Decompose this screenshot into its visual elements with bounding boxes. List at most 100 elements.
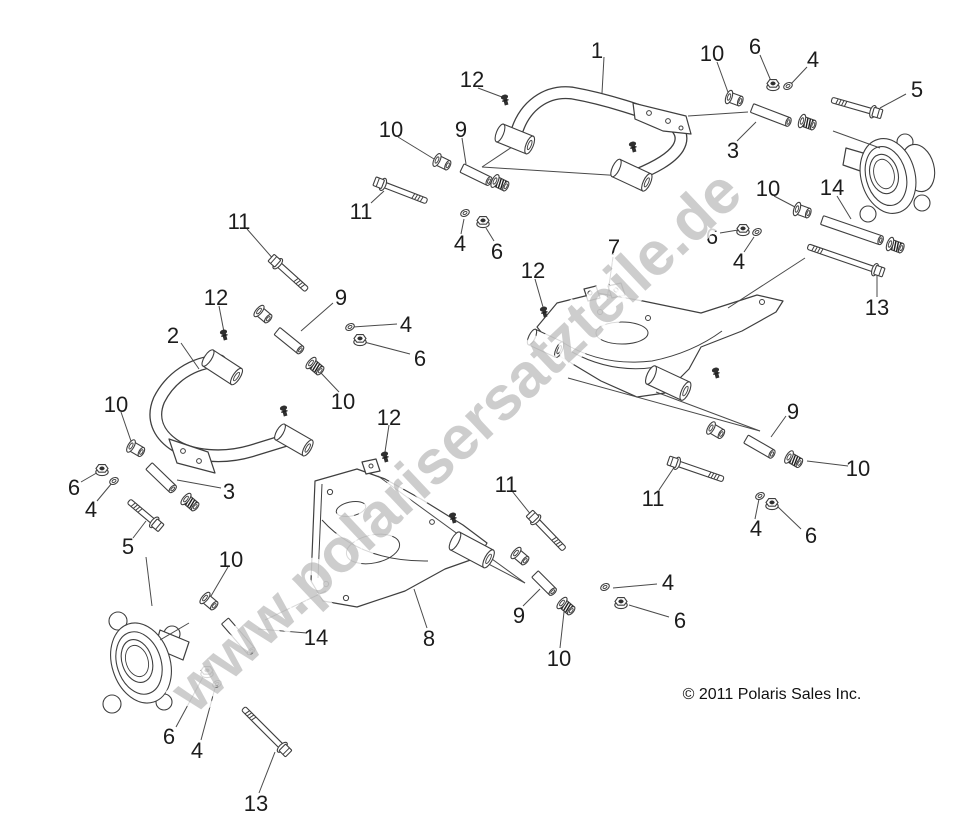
leader-line: [477, 87, 503, 98]
frame-opening: [335, 500, 367, 518]
callout-8: 8: [423, 626, 435, 651]
callout-4: 4: [400, 312, 412, 337]
leader-line: [606, 256, 614, 301]
spacer-tube: [145, 462, 177, 494]
pivot-tube: [201, 349, 244, 386]
leader-line: [832, 130, 881, 149]
bolt: [267, 254, 309, 292]
tab-hole: [587, 290, 593, 296]
leader-line: [773, 195, 796, 208]
leader-line: [770, 415, 787, 438]
leader-line: [145, 556, 153, 607]
callout-12: 12: [377, 405, 401, 430]
pivot-tube: [494, 123, 536, 155]
callout-9: 9: [513, 603, 525, 628]
callout-3: 3: [223, 479, 235, 504]
leader-line: [377, 475, 526, 584]
callout-14: 14: [820, 175, 844, 200]
mount-hole: [196, 458, 202, 464]
bushing: [432, 153, 452, 171]
bushing: [556, 596, 576, 616]
leader-line: [264, 590, 327, 621]
callout-6: 6: [674, 608, 686, 633]
upper-control-arm-right: [509, 86, 692, 183]
callout-4: 4: [662, 570, 674, 595]
leader-line: [522, 588, 541, 607]
callout-9: 9: [335, 285, 347, 310]
callout-4: 4: [733, 249, 745, 274]
grease-fitting-screw: [628, 141, 637, 153]
washer: [783, 81, 793, 91]
bolt: [666, 455, 725, 482]
leader-line: [743, 236, 755, 253]
bushing: [253, 304, 273, 324]
callout-11: 11: [642, 486, 665, 511]
leader-line: [352, 323, 398, 328]
callout-6: 6: [491, 239, 503, 264]
lower-control-arm-frame-right: [536, 282, 784, 398]
leader-line: [601, 56, 605, 94]
leader-line: [658, 465, 676, 491]
leader-line: [258, 751, 276, 794]
carrier-bore: [868, 153, 900, 195]
carrier-bore: [873, 158, 895, 190]
bolt: [830, 97, 884, 119]
carrier-lug: [859, 205, 877, 223]
bushing: [797, 113, 817, 131]
lower-control-arm-frame-left: [310, 458, 488, 608]
callout-6: 6: [706, 224, 718, 249]
spacer-tube: [273, 327, 305, 355]
frame-hole: [326, 488, 334, 496]
washer: [109, 476, 119, 486]
leader-line: [790, 66, 808, 85]
frame-rib: [321, 519, 429, 562]
callout-4: 4: [750, 516, 762, 541]
bushing: [126, 439, 146, 458]
callout-10: 10: [700, 41, 724, 66]
leader-line: [776, 505, 802, 530]
leader-line: [370, 190, 385, 204]
grease-fitting-screw: [219, 329, 228, 341]
leader-line: [727, 257, 806, 309]
bushing: [199, 591, 219, 611]
leader-line: [461, 137, 467, 165]
bolt: [372, 176, 428, 204]
callout-9: 9: [787, 399, 799, 424]
callout-12: 12: [204, 285, 228, 310]
callout-3: 3: [727, 138, 739, 163]
pivot-tube: [448, 531, 495, 569]
spacer-tube: [531, 570, 557, 596]
leader-line: [655, 391, 761, 432]
washer: [755, 491, 765, 501]
frame-rib: [317, 483, 323, 579]
washer: [212, 679, 222, 689]
callout-6: 6: [805, 523, 817, 548]
leader-line: [567, 377, 761, 432]
leader-line: [300, 302, 334, 332]
bolt: [525, 509, 566, 551]
bolt: [241, 706, 293, 758]
frame-hole: [759, 299, 765, 305]
callout-1: 1: [591, 38, 603, 63]
leader-line: [719, 229, 739, 234]
callout-6: 6: [163, 724, 175, 749]
flange-nut: [614, 597, 628, 610]
bushing: [490, 174, 510, 192]
carrier-lug: [108, 611, 128, 631]
bearing-carrier-left: [102, 611, 190, 714]
leader-line: [754, 498, 760, 520]
frame-hole: [429, 519, 435, 525]
leader-line: [384, 424, 390, 453]
carrier-lug: [102, 694, 122, 714]
callout-12: 12: [460, 67, 484, 92]
bushing: [792, 201, 812, 219]
carrier-bore: [120, 639, 154, 683]
upper-control-arm-left: [149, 354, 297, 474]
leader-line: [879, 93, 907, 109]
grease-fitting-screw: [279, 405, 288, 417]
leader-line: [200, 687, 216, 741]
leader-line: [481, 166, 625, 177]
leader-line: [413, 588, 428, 629]
